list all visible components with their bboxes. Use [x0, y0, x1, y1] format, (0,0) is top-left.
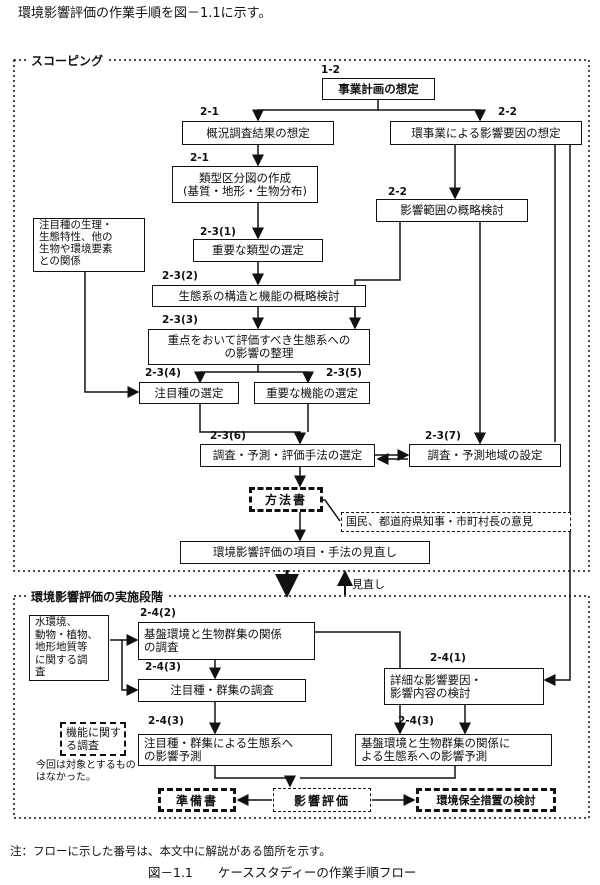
species-notes-label: 注目種の生理・ 生態特性、他の 生物や環境要素 との関係 — [39, 219, 113, 267]
detailed-impact-label: 詳細な影響要因・ 影響内容の検討 — [390, 672, 482, 700]
node-important-function: 重要な機能の選定 — [254, 382, 370, 404]
node-public-opinion: 国民、都道府県知事・市町村長の意見 — [341, 512, 571, 532]
step-number: 2-3(7) — [425, 430, 461, 442]
base-env-prediction-label: 基盤環境と生物群集の関係に よる生態系への影響予測 — [361, 736, 511, 763]
step-number: 2-1 — [190, 152, 209, 164]
node-priority-effects: 重点をおいて評価すべき生態系への の影響の整理 — [148, 329, 370, 365]
step-number: 2-4(1) — [430, 652, 466, 664]
type-map-label: 類型区分図の作成 (基質・地形・生物分布) — [183, 170, 307, 198]
step-number: 2-3(2) — [162, 270, 198, 282]
step-number: 1-2 — [321, 64, 340, 76]
figure-caption: 図－1.1 ケーススタディーの作業手順フロー — [148, 865, 417, 880]
step-number: 2-4(3) — [398, 715, 434, 727]
node-survey-assumption: 概況調査結果の想定 — [182, 121, 334, 145]
node-impact-assessment: 影響評価 — [273, 788, 371, 812]
node-function-survey: 機能に関す る調査 — [60, 722, 126, 756]
step-number: 2-3(4) — [145, 367, 181, 379]
step-number: 2-3(6) — [210, 430, 246, 442]
step-number: 2-4(3) — [148, 715, 184, 727]
node-ecosystem-structure: 生態系の構造と機能の概略検討 — [152, 285, 366, 307]
step-number: 2-1 — [200, 106, 219, 118]
node-survey-area: 調査・予測地域の設定 — [409, 444, 561, 467]
node-method-selection: 調査・予測・評価手法の選定 — [200, 444, 375, 467]
priority-effects-label: 重点をおいて評価すべき生態系への の影響の整理 — [167, 333, 351, 360]
water-env-survey-label: 水環境、 動物・植物、 地形地質等 に関する調 査 — [35, 616, 98, 678]
node-water-env-survey: 水環境、 動物・植物、 地形地質等 に関する調 査 — [29, 615, 109, 681]
function-survey-label: 機能に関す る調査 — [66, 726, 121, 752]
node-species-survey: 注目種・群集の調査 — [138, 679, 306, 702]
step-number: 2-2 — [498, 106, 517, 118]
step-number: 2-3(5) — [326, 367, 362, 379]
step-number: 2-4(2) — [140, 607, 176, 619]
node-focus-species: 注目種の選定 — [139, 382, 239, 404]
node-preparation-document: 準備書 — [158, 788, 236, 812]
node-item-review: 環境影響評価の項目・手法の見直し — [180, 541, 430, 564]
node-type-map: 類型区分図の作成 (基質・地形・生物分布) — [172, 166, 318, 203]
section-scoping-label: スコーピング — [28, 52, 107, 69]
function-survey-note: 今回は対象とするもの はなかった。 — [36, 760, 136, 783]
section-implementation-label: 環境影響評価の実施段階 — [28, 588, 167, 605]
step-number: 2-3(3) — [162, 314, 198, 326]
intro-text: 環境影響評価の作業手順を図－1.1に示す。 — [18, 6, 272, 21]
step-number: 2-4(3) — [145, 661, 181, 673]
step-number: 2-3(1) — [200, 226, 236, 238]
node-method-document: 方法書 — [249, 487, 323, 512]
node-species-notes: 注目種の生理・ 生態特性、他の 生物や環境要素 との関係 — [33, 218, 145, 272]
node-important-type: 重要な類型の選定 — [193, 239, 323, 262]
footnote: 注：フローに示した番号は、本文中に解説がある箇所を示す。 — [10, 844, 331, 858]
node-conservation-measures: 環境保全措置の検討 — [416, 788, 556, 812]
review-label: 見直し — [352, 578, 385, 591]
node-species-prediction: 注目種・群集による生態系へ の影響予測 — [138, 734, 332, 766]
species-prediction-label: 注目種・群集による生態系へ の影響予測 — [144, 736, 294, 763]
node-impact-range: 影響範囲の概略検討 — [376, 199, 528, 222]
step-number: 2-2 — [388, 186, 407, 198]
node-impact-factors: 環事業による影響要因の想定 — [390, 121, 582, 145]
node-base-env-prediction: 基盤環境と生物群集の関係に よる生態系への影響予測 — [355, 734, 552, 766]
node-base-env-survey: 基盤環境と生物群集の関係 の調査 — [138, 622, 315, 660]
node-business-plan: 事業計画の想定 — [322, 78, 435, 100]
node-detailed-impact: 詳細な影響要因・ 影響内容の検討 — [384, 668, 544, 705]
base-env-survey-label: 基盤環境と生物群集の関係 の調査 — [144, 627, 282, 654]
